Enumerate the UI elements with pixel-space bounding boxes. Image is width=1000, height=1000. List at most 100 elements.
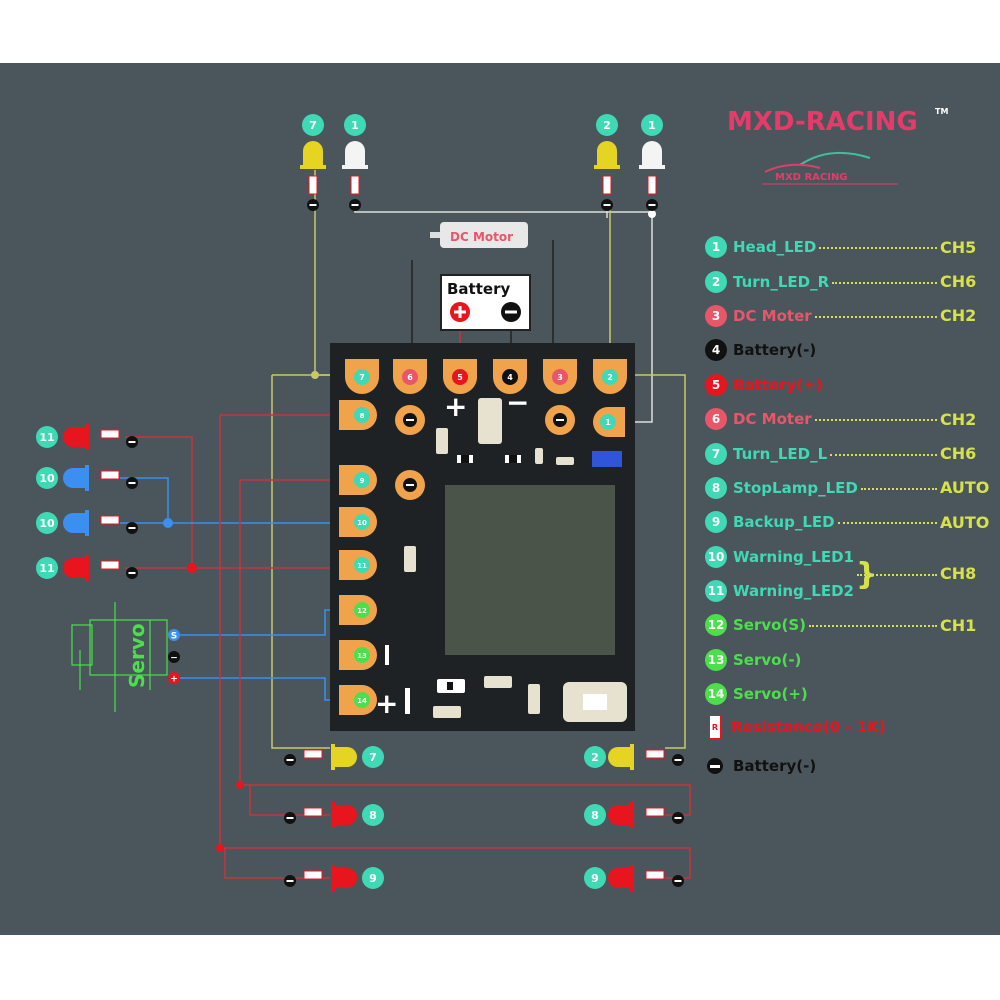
pad-pin [354,472,370,488]
pad-pin [602,369,618,385]
blue-led [63,468,85,488]
red-led [63,427,85,447]
top-led-badge-label: 1 [648,119,656,132]
legend-number-badge: 14 [705,683,727,706]
legend-text: Servo(S) [733,616,806,635]
bottom-left-led-badge-label: 7 [369,751,377,764]
left-led-badge [36,426,58,448]
legend-item: 14 Servo(+) [705,677,995,711]
resistor-icon [308,175,318,195]
red-led [608,805,630,825]
red-led [335,868,357,888]
pad-label: 12 [357,607,367,615]
bottom-right-led-badge [584,867,606,889]
legend-channel: CH2 [940,306,977,326]
wire [271,374,330,749]
legend-text: Servo(+) [733,685,808,704]
dotted-leader [856,573,937,576]
pad-label: 13 [357,652,367,660]
legend-number-badge: 10 [705,545,727,568]
dotted-leader [814,315,937,318]
pad-label: 1 [605,418,611,427]
resistor-icon [645,749,665,759]
legend-text: Turn_LED_R [733,272,830,291]
legend-text: DC Moter [733,410,812,429]
left-led-badge-label: 11 [39,431,54,444]
minus-icon [707,758,723,774]
sub-logo-text: MXD RACING [775,172,848,183]
legend-number-badge: 5 [705,373,727,396]
pad-pin [354,407,370,423]
yellow-led [608,747,630,767]
dotted-leader [860,487,937,490]
wire [125,436,193,568]
legend-number-badge: 7 [705,442,727,465]
legend-number-badge: 9 [705,511,727,534]
left-led-badge-label: 10 [39,472,55,485]
plus-mark: + [444,390,467,423]
legend-channel: CH2 [940,409,977,429]
legend-resistance-text: Resistance(0 - 1K) [731,718,886,736]
resistor-icon [645,807,665,817]
wire [120,477,169,523]
pad-label: 8 [360,412,365,420]
resistor-icon [602,175,612,195]
legend-channel: CH8 [940,564,977,584]
bottom-right-led-badge-label: 2 [591,751,599,764]
resistor-icon [303,749,323,759]
pad-pin [354,602,370,618]
battery: Battery [440,274,531,331]
red-led [335,805,357,825]
legend-channel: AUTO [940,478,990,498]
left-led-badge [36,467,58,489]
yellow-led [597,141,617,165]
legend-item: 7 Turn_LED_L CH6 [705,436,995,470]
legend-text: StopLamp_LED [733,478,858,497]
legend-text: Battery(+) [733,375,823,394]
legend-number-badge: 3 [705,304,727,327]
dotted-leader [837,522,937,525]
legend-channel: CH6 [940,272,977,292]
dotted-leader [832,281,937,284]
legend-channel: CH6 [940,444,977,464]
bottom-left-led-badge [362,804,384,826]
servo-pin-label: − [170,654,178,664]
pad-pin [354,514,370,530]
pad-pin [402,369,418,385]
left-led-badge [36,512,58,534]
top-led-badge-label: 2 [603,119,611,132]
pad-label: 11 [357,562,367,570]
resistor-icon [100,429,120,439]
legend-text: Battery(-) [733,341,817,360]
pad-pin [354,369,370,385]
resistor-icon [100,470,120,480]
left-led-badge-label: 10 [39,517,55,530]
brand-logo: MXD-RACING TM MXD RACING [727,107,948,185]
yellow-led [303,141,323,165]
servo-pin-label: + [170,675,178,685]
legend-resistance: R Resistance(0 - 1K) [705,715,886,739]
legend-channel: AUTO [940,512,990,532]
dotted-leader [814,419,937,422]
legend-text: Turn_LED_L [733,444,828,463]
resistor-icon [100,515,120,525]
bottom-right-led-badge-label: 9 [591,872,599,885]
legend-number-badge: 13 [705,648,727,671]
bottom-right-led-badge-label: 8 [591,809,599,822]
pad-label: 4 [507,373,513,382]
wire [625,374,686,749]
pad-pin [502,369,518,385]
battery-label: Battery [447,280,510,298]
pad-label: 6 [407,373,413,382]
legend-number-badge: 11 [705,580,727,603]
pad-label: 5 [457,373,463,382]
minus-mark: − [506,386,529,419]
wire [249,785,330,816]
top-led-badge-label: 7 [309,119,317,132]
